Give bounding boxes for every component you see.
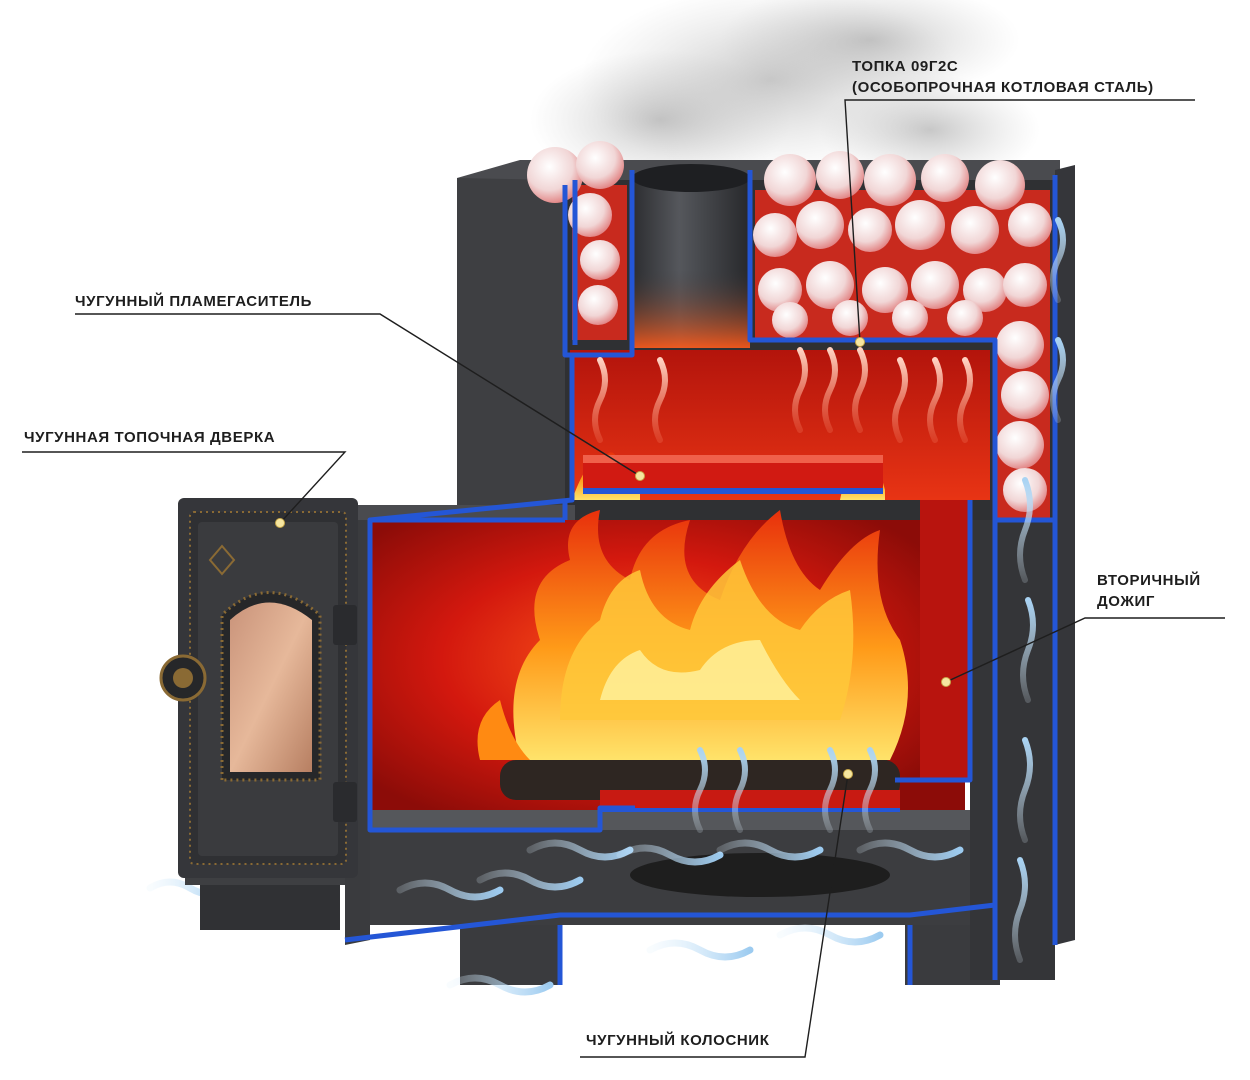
callout-firebox-door: ЧУГУННАЯ ТОПОЧНАЯ ДВЕРКА [24,427,275,448]
sauna-stones-right [753,151,1052,520]
callout-firebox-door-label: ЧУГУННАЯ ТОПОЧНАЯ ДВЕРКА [24,429,276,446]
heat-flow-arrows [592,347,973,443]
callout-firebox-steel: ТОПКА 09Г2С (ОСОБОПРОЧНАЯ КОТЛОВАЯ СТАЛЬ… [852,56,1154,98]
steel-cut-edges [344,170,1058,985]
callout-secondary-burn-line2: ДОЖИГ [1097,593,1155,610]
fire-flames [477,510,908,760]
callout-flame-damper-label: ЧУГУННЫЙ ПЛАМЕГАСИТЕЛЬ [75,293,312,310]
callout-secondary-burn-line1: ВТОРИЧНЫЙ [1097,572,1201,589]
marker-dots [275,337,951,779]
marker-secondary-burn [941,677,951,687]
marker-flame-damper [635,471,645,481]
callout-grate-label: ЧУГУННЫЙ КОЛОСНИК [586,1032,770,1049]
sauna-stones-left [527,141,627,340]
ash-pile [630,853,890,897]
marker-firebox-door [275,518,285,528]
flame-damper [583,455,883,494]
marker-firebox-steel [855,337,865,347]
callout-secondary-burn: ВТОРИЧНЫЙ ДОЖИГ [1097,570,1201,612]
chimney-pipe [632,164,750,348]
marker-grate [843,769,853,779]
firebox-door [159,498,358,878]
grate [600,790,900,812]
callout-firebox-steel-line2: (ОСОБОПРОЧНАЯ КОТЛОВАЯ СТАЛЬ) [852,79,1154,96]
leader-lines [22,99,1225,1058]
callout-grate: ЧУГУННЫЙ КОЛОСНИК [586,1030,769,1051]
air-flow-up-arrows [692,217,1066,963]
callout-flame-damper: ЧУГУННЫЙ ПЛАМЕГАСИТЕЛЬ [75,291,312,312]
callout-firebox-steel-line1: ТОПКА 09Г2С [852,58,959,75]
